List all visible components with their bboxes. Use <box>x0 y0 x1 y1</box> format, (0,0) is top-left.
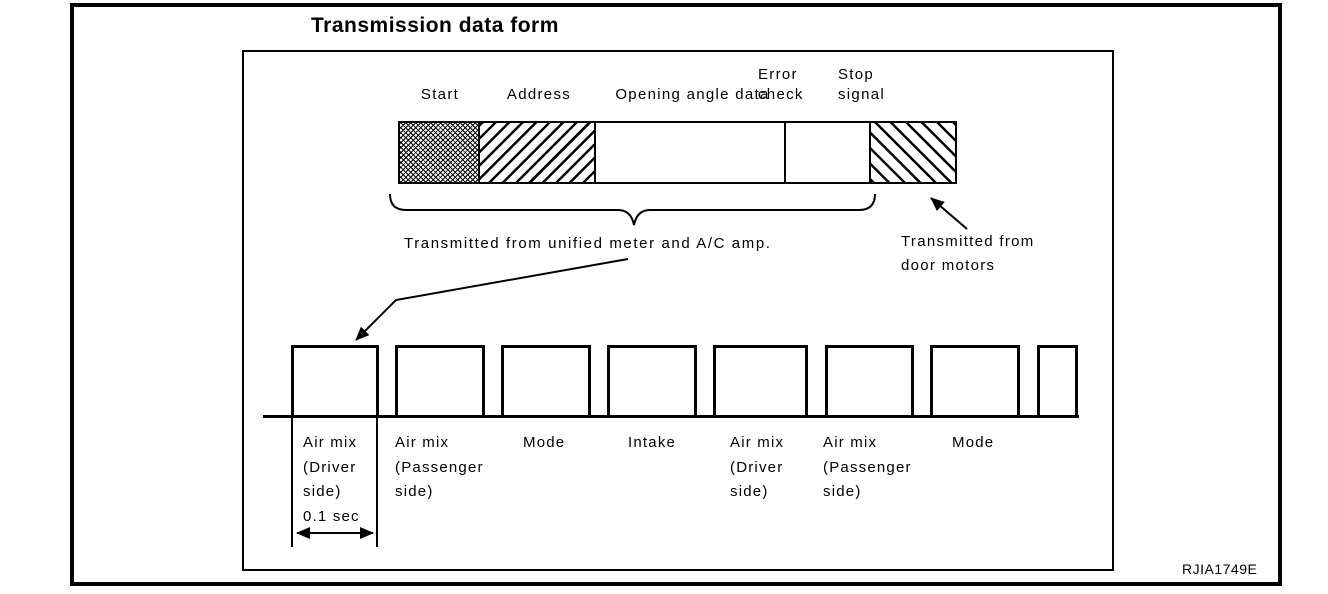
waveform-pulse <box>291 345 379 418</box>
outer-frame <box>70 3 1282 586</box>
waveform-pulse <box>395 345 485 418</box>
pulse-label-line: (Passenger <box>395 458 484 476</box>
waveform-pulse <box>501 345 591 418</box>
segment-label-stop-signal: Stop signal <box>838 66 885 103</box>
pulse-label: Mode <box>952 431 994 456</box>
door-source-caption: Transmitted from door motors <box>901 230 1035 278</box>
pulse-label-line: Air mix <box>303 434 358 451</box>
pulse-label-line: Mode <box>523 434 566 451</box>
door-source-caption-line2: door motors <box>901 257 996 274</box>
pulse-label-line: Air mix <box>823 434 878 451</box>
pulse-label-line: side) <box>730 483 769 500</box>
pulse-label: Air mix (Driver side) <box>730 431 784 505</box>
segment-opening-angle-data-cell <box>596 123 786 182</box>
segment-label-error-check: Error check <box>758 66 804 103</box>
segment-stop-signal-hatch <box>871 123 955 182</box>
waveform-baseline <box>263 415 1079 418</box>
pulse-label: Mode <box>523 431 565 456</box>
pulse-label-line: (Passenger <box>823 458 912 476</box>
dimension-extension-line-left <box>291 417 293 547</box>
waveform-pulse <box>930 345 1020 418</box>
pulse-label-line: Mode <box>952 434 995 451</box>
pulse-label-line: (Driver <box>303 458 357 476</box>
pulse-label-line: Intake <box>628 434 677 451</box>
pulse-label-line: Air mix <box>395 434 450 451</box>
waveform-pulse <box>825 345 914 418</box>
meter-source-caption: Transmitted from unified meter and A/C a… <box>404 235 772 252</box>
segment-address-hatch <box>480 123 596 182</box>
page-title: Transmission data form <box>311 14 559 37</box>
segment-label-start: Start <box>420 86 460 103</box>
pulse-label: Air mix (Passenger side) <box>395 431 484 505</box>
segment-error-check-cell <box>786 123 871 182</box>
data-frame-bar <box>398 121 957 184</box>
pulse-label-line: (Driver <box>730 458 784 476</box>
segment-start-crosshatch <box>400 123 480 182</box>
pulse-label: Intake <box>628 431 676 456</box>
pulse-label-line: Air mix <box>730 434 785 451</box>
door-source-caption-line1: Transmitted from <box>901 233 1035 250</box>
inner-frame <box>242 50 1114 571</box>
pulse-label: Air mix (Driver side) 0.1 sec <box>303 431 360 529</box>
pulse-label: Air mix (Passenger side) <box>823 431 912 505</box>
segment-label-opening-angle-data: Opening angle data <box>615 86 770 103</box>
waveform-pulse <box>713 345 808 418</box>
pulse-label-line: side) <box>395 483 434 500</box>
waveform-pulse <box>607 345 697 418</box>
pulse-label-line: side) <box>823 483 862 500</box>
pulse-label-line: side) <box>303 483 342 500</box>
waveform-pulse <box>1037 345 1078 418</box>
pulse-label-line: 0.1 sec <box>303 507 360 525</box>
dimension-extension-line-right <box>376 417 378 547</box>
segment-label-address: Address <box>506 86 572 103</box>
figure-code: RJIA1749E <box>1182 561 1258 577</box>
